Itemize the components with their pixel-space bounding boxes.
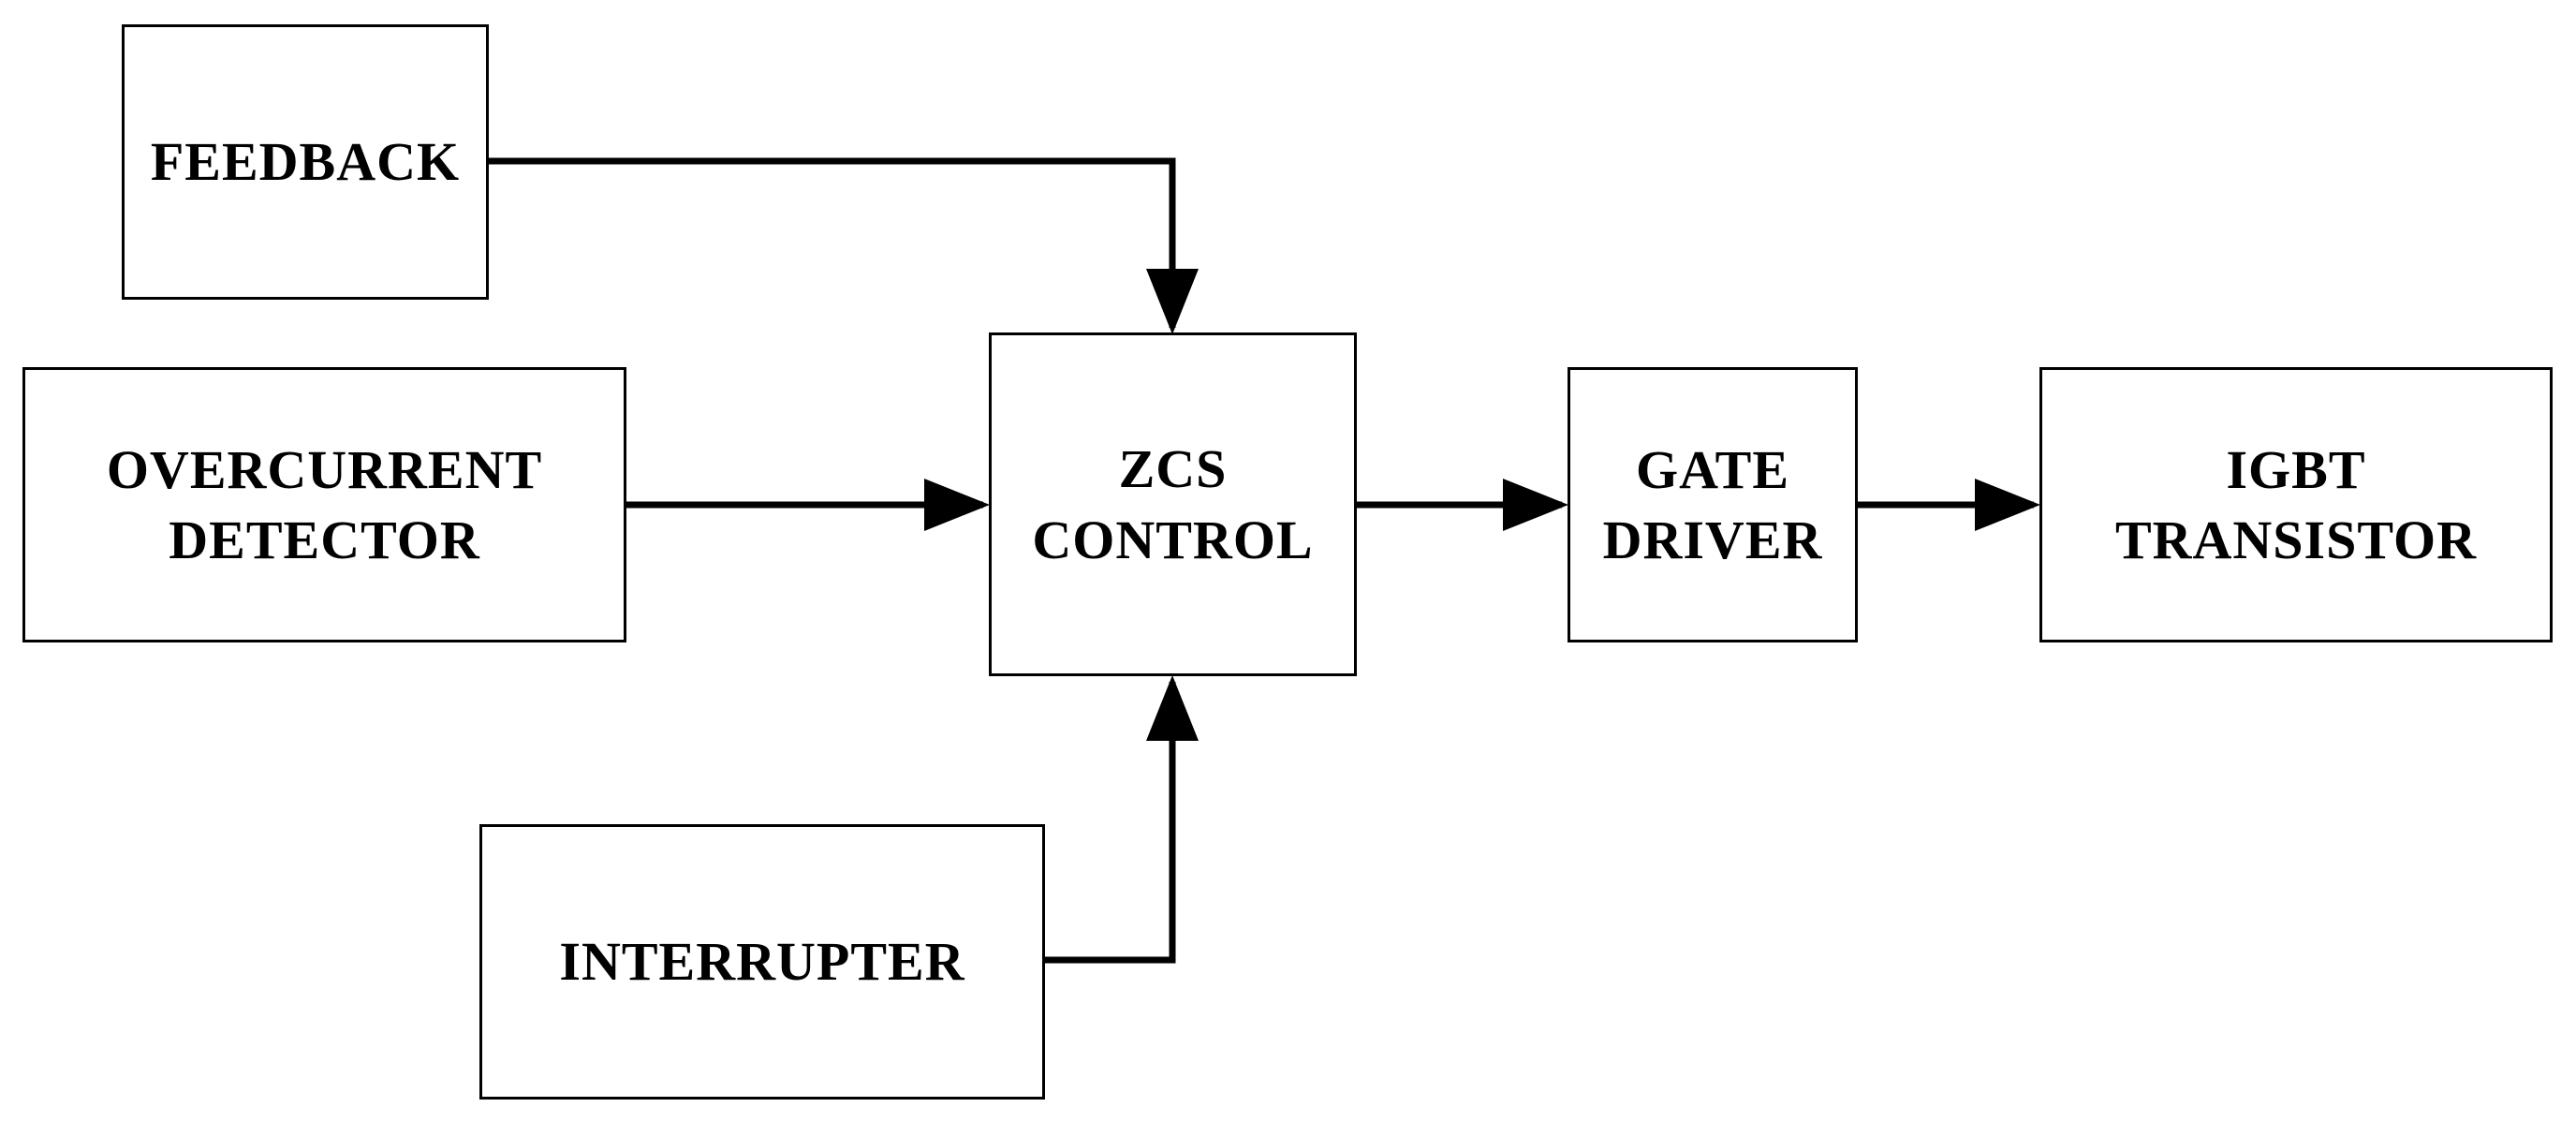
feedback-label: FEEDBACK (150, 131, 461, 193)
arrow-feedback-to-zcs (489, 157, 1199, 334)
interrupter-block: INTERRUPTER (479, 824, 1045, 1100)
zcs-control-block: ZCS CONTROL (989, 332, 1357, 676)
interrupter-label: INTERRUPTER (559, 931, 965, 993)
igbt-transistor-label: IGBT TRANSISTOR (2114, 438, 2478, 570)
arrow-interrupter-to-zcs (1045, 675, 1199, 964)
gate-driver-block: GATE DRIVER (1568, 367, 1858, 642)
igbt-transistor-block: IGBT TRANSISTOR (2039, 367, 2553, 642)
feedback-block: FEEDBACK (122, 24, 489, 300)
gate-driver-label: GATE DRIVER (1602, 438, 1823, 570)
overcurrent-detector-label: OVERCURRENT DETECTOR (106, 438, 543, 570)
overcurrent-detector-block: OVERCURRENT DETECTOR (22, 367, 626, 642)
zcs-control-label: ZCS CONTROL (1032, 438, 1314, 570)
